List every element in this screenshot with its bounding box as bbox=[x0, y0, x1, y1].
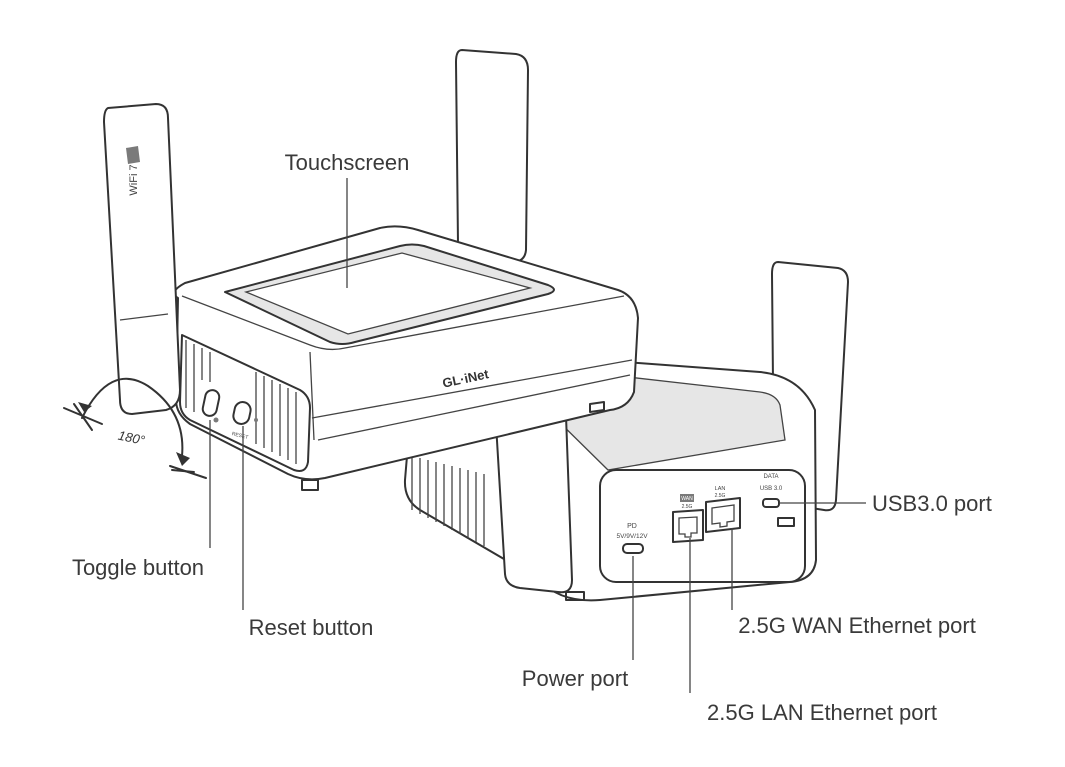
side-vent bbox=[185, 340, 297, 464]
front-antenna-rear bbox=[455, 49, 529, 263]
wan-tag-box bbox=[680, 494, 694, 502]
label-toggle-button: Toggle button bbox=[72, 555, 204, 580]
label-touchscreen: Touchscreen bbox=[285, 150, 410, 175]
power-port bbox=[622, 543, 644, 554]
svg-text:WiFi 7: WiFi 7 bbox=[128, 164, 140, 195]
pd-voltage-label: 5V/9V/12V bbox=[616, 533, 648, 540]
reset-tag: RESET bbox=[231, 431, 249, 441]
wan-tag: WAN bbox=[681, 496, 693, 502]
lan-speed: 2.5G bbox=[715, 493, 726, 499]
front-router: GL·iNet RESET WiFi 7 bbox=[103, 49, 639, 491]
rear-vent bbox=[411, 456, 485, 546]
reset-hole-frame bbox=[232, 401, 252, 425]
lan-tag: LAN bbox=[715, 486, 726, 492]
wifi7-badge-icon: WiFi 7 bbox=[126, 146, 140, 196]
rotation-arrow: 180° bbox=[63, 377, 207, 479]
label-lan-port: 2.5G LAN Ethernet port bbox=[707, 700, 937, 725]
data-label: DATA bbox=[763, 474, 778, 480]
label-usb-port: USB3.0 port bbox=[872, 491, 992, 516]
wan-speed: 2.5G bbox=[682, 504, 693, 510]
front-antenna-left bbox=[103, 103, 181, 415]
leader-lines bbox=[209, 178, 866, 693]
label-wan-port: 2.5G WAN Ethernet port bbox=[738, 613, 976, 638]
label-reset-button: Reset button bbox=[249, 615, 374, 640]
pd-label: PD bbox=[627, 523, 637, 530]
toggle-switch bbox=[201, 389, 221, 417]
rotation-angle-label: 180° bbox=[117, 428, 146, 448]
label-power-port: Power port bbox=[522, 666, 628, 691]
usb-label: USB 3.0 bbox=[760, 486, 783, 492]
